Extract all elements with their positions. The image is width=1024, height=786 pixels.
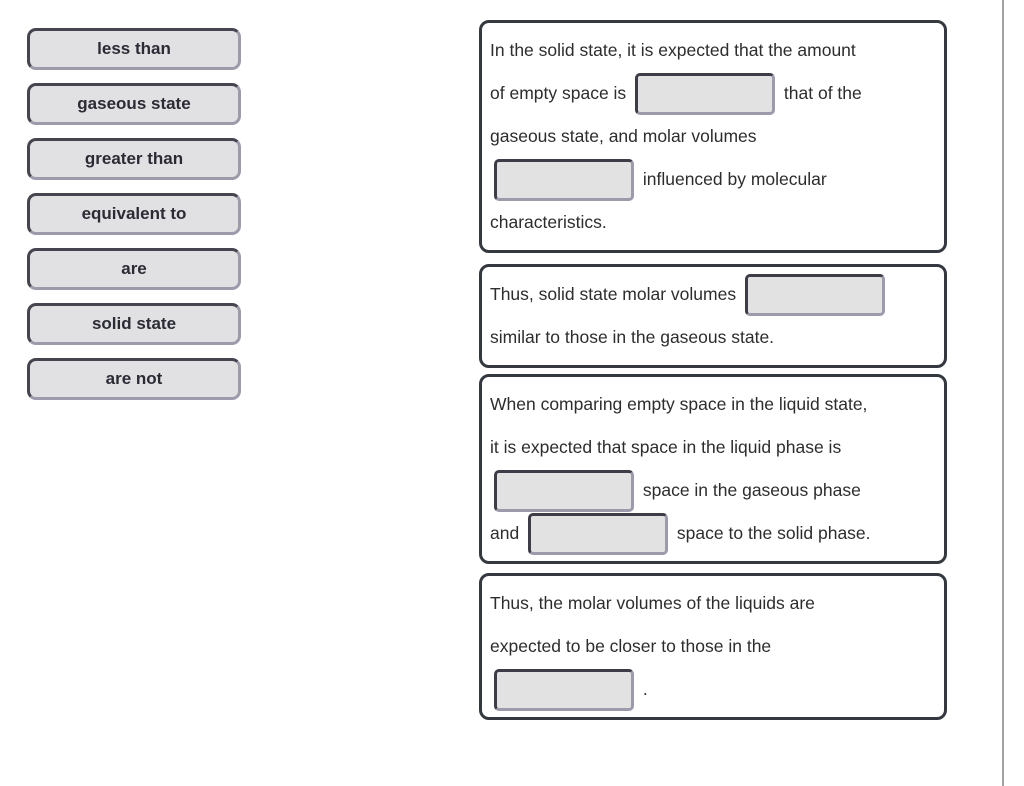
sentence-text: similar to those in the gaseous state. [490,327,775,347]
token-are[interactable]: are [27,248,241,290]
answer-blank[interactable] [494,669,634,712]
sentence-line: . [490,668,936,712]
token-greater-than[interactable]: greater than [27,138,241,180]
token-solid-state[interactable]: solid state [27,303,241,345]
sentence-text: . [638,679,648,699]
question-box-solid-molar-volumes: Thus, solid state molar volumes similar … [479,264,947,368]
sentence-line: gaseous state, and molar volumes [490,115,936,158]
sentence-text: When comparing empty space in the liquid… [490,394,868,414]
answer-blank[interactable] [744,274,885,317]
sentence-text: expected to be closer to those in the [490,636,772,656]
answer-blank[interactable] [494,470,634,513]
answer-blank[interactable] [494,159,634,202]
sentence-line: Thus, the molar volumes of the liquids a… [490,582,936,625]
sentence-line: influenced by molecular [490,158,936,202]
sentence-text: gaseous state, and molar volumes [490,126,757,146]
sentence-text: and [490,523,525,543]
sentence-line: it is expected that space in the liquid … [490,426,936,469]
answer-blank[interactable] [635,73,776,116]
sentence-text: characteristics. [490,212,607,232]
sentence-text: influenced by molecular [638,169,827,189]
sentence-text: that of the [779,83,862,103]
question-box-liquid-empty-space: When comparing empty space in the liquid… [479,374,947,564]
sentence-line: characteristics. [490,201,936,244]
sentence-line: In the solid state, it is expected that … [490,29,936,72]
answer-blank[interactable] [528,513,669,556]
sentence-line: expected to be closer to those in the [490,625,936,668]
sentence-text: space in the gaseous phase [638,480,861,500]
question-box-solid-empty-space: In the solid state, it is expected that … [479,20,947,253]
token-are-not[interactable]: are not [27,358,241,400]
sentence-text: In the solid state, it is expected that … [490,40,856,60]
sentence-line: and space to the solid phase. [490,512,936,556]
vertical-divider [1002,0,1004,786]
sentence-text: Thus, solid state molar volumes [490,284,741,304]
sentence-line: of empty space is that of the [490,72,936,116]
token-gaseous-state[interactable]: gaseous state [27,83,241,125]
sentence-line: similar to those in the gaseous state. [490,316,936,359]
token-equivalent-to[interactable]: equivalent to [27,193,241,235]
sentence-text: space to the solid phase. [672,523,871,543]
token-bank: less than gaseous state greater than equiva… [27,28,241,400]
sentence-line: space in the gaseous phase [490,469,936,513]
token-less-than[interactable]: less than [27,28,241,70]
sentence-text: of empty space is [490,83,632,103]
question-box-liquid-molar-volumes: Thus, the molar volumes of the liquids a… [479,573,947,720]
sentence-text: Thus, the molar volumes of the liquids a… [490,593,815,613]
sentence-line: Thus, solid state molar volumes [490,273,936,317]
sentence-line: When comparing empty space in the liquid… [490,383,936,426]
sentence-text: it is expected that space in the liquid … [490,437,842,457]
